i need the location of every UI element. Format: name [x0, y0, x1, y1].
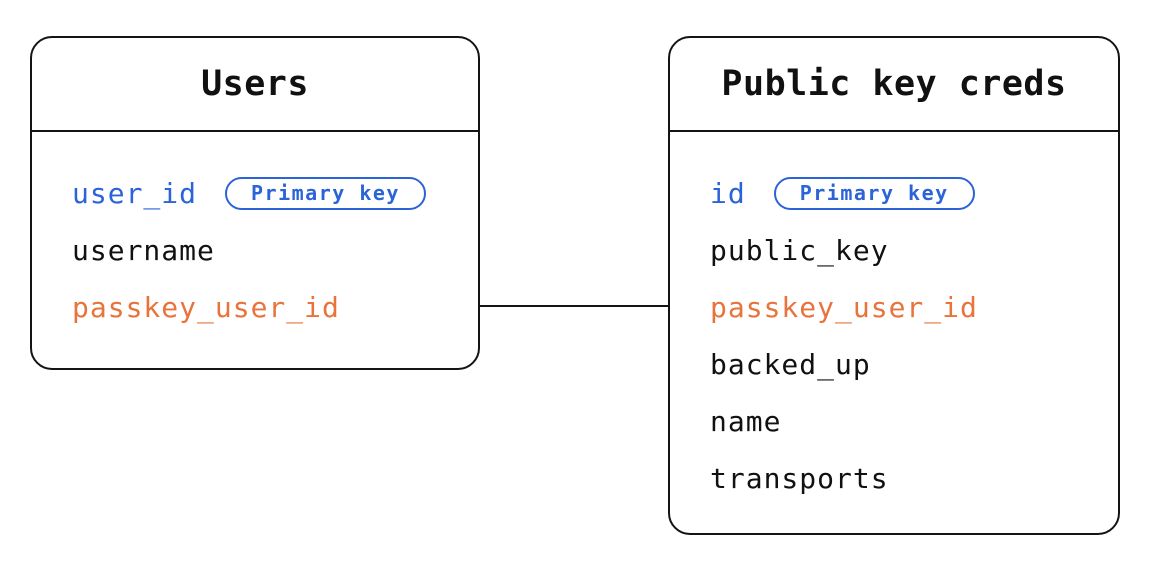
table-public-key-creds-header: Public key creds [670, 38, 1118, 132]
field-row: user_id Primary key [72, 165, 478, 222]
field-name: backed_up [710, 348, 871, 381]
table-public-key-creds: Public key creds id Primary key public_k… [668, 36, 1120, 535]
field-name: transports [710, 462, 889, 495]
field-name: id [710, 177, 746, 210]
field-row: passkey_user_id [710, 279, 1118, 336]
table-users: Users user_id Primary key username passk… [30, 36, 480, 370]
field-name: username [72, 234, 215, 267]
field-row: transports [710, 450, 1118, 507]
field-name: name [710, 405, 782, 438]
field-name: passkey_user_id [710, 291, 978, 324]
field-row: public_key [710, 222, 1118, 279]
field-name: passkey_user_id [72, 291, 340, 324]
relationship-connector [480, 305, 668, 307]
field-row: name [710, 393, 1118, 450]
table-public-key-creds-title: Public key creds [721, 64, 1067, 104]
field-row: backed_up [710, 336, 1118, 393]
table-users-title: Users [201, 64, 309, 104]
field-name: public_key [710, 234, 889, 267]
field-row: username [72, 222, 478, 279]
primary-key-badge: Primary key [773, 177, 975, 210]
table-users-header: Users [32, 38, 478, 132]
table-users-fields: user_id Primary key username passkey_use… [32, 132, 478, 336]
field-name: user_id [72, 177, 198, 210]
field-row: passkey_user_id [72, 279, 478, 336]
table-public-key-creds-fields: id Primary key public_key passkey_user_i… [670, 132, 1118, 507]
primary-key-badge: Primary key [225, 177, 426, 210]
field-row: id Primary key [710, 165, 1118, 222]
